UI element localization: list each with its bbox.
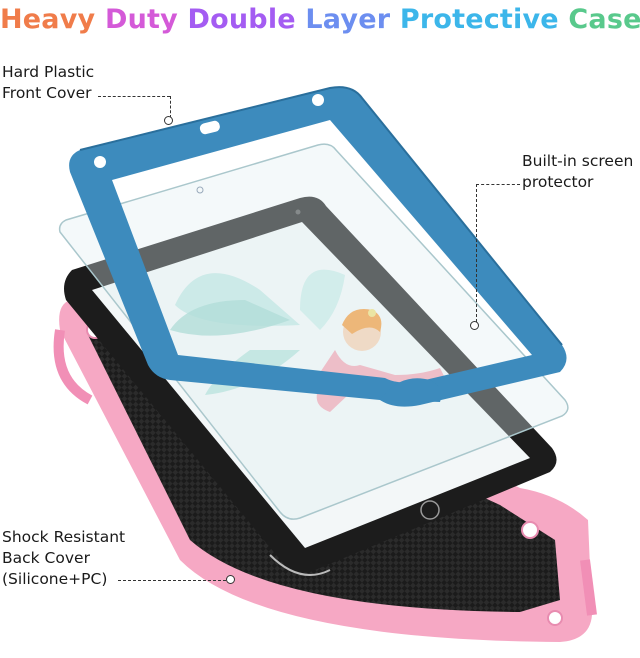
- screen-protector-leader-v: [476, 184, 477, 322]
- title-word-2: Duty: [104, 4, 178, 35]
- screen-protector-callout: Built-in screen protector: [522, 151, 633, 193]
- front-cover-label-line-2: Front Cover: [2, 84, 92, 102]
- front-cover-label-line-1: Hard Plastic: [2, 63, 95, 81]
- front-cover: [69, 86, 567, 407]
- front-cover-leader-h: [98, 96, 170, 97]
- back-cover-label-line-2: Back Cover: [2, 549, 90, 567]
- front-cover-leader-v: [170, 96, 171, 118]
- screen-protector-leader-h: [476, 184, 520, 185]
- back-cover-label-line-3: (Silicone+PC): [2, 570, 108, 588]
- screen-protector-pointer-dot: [470, 321, 479, 330]
- back-cover-callout: Shock Resistant Back Cover (Silicone+PC): [2, 527, 125, 590]
- title-word-4: Layer: [305, 4, 391, 35]
- page-title: Heavy Duty Double Layer Protective Case: [0, 4, 640, 35]
- home-button-icon: [420, 500, 440, 520]
- back-cover-pointer-dot: [226, 575, 235, 584]
- back-cover-label-line-1: Shock Resistant: [2, 528, 126, 546]
- title-word-1: Heavy: [0, 4, 96, 35]
- screen-protector: [58, 143, 569, 520]
- back-cover-leader-h: [118, 580, 226, 581]
- title-word-3: Double: [187, 4, 296, 35]
- title-word-5: Protective: [399, 4, 559, 35]
- front-cover-callout: Hard Plastic Front Cover: [2, 62, 94, 104]
- title-word-6: Case: [568, 4, 640, 35]
- screen-protector-label-line-2: protector: [522, 173, 594, 191]
- screen-protector-label-line-1: Built-in screen: [522, 152, 634, 170]
- front-cover-pointer-dot: [164, 116, 173, 125]
